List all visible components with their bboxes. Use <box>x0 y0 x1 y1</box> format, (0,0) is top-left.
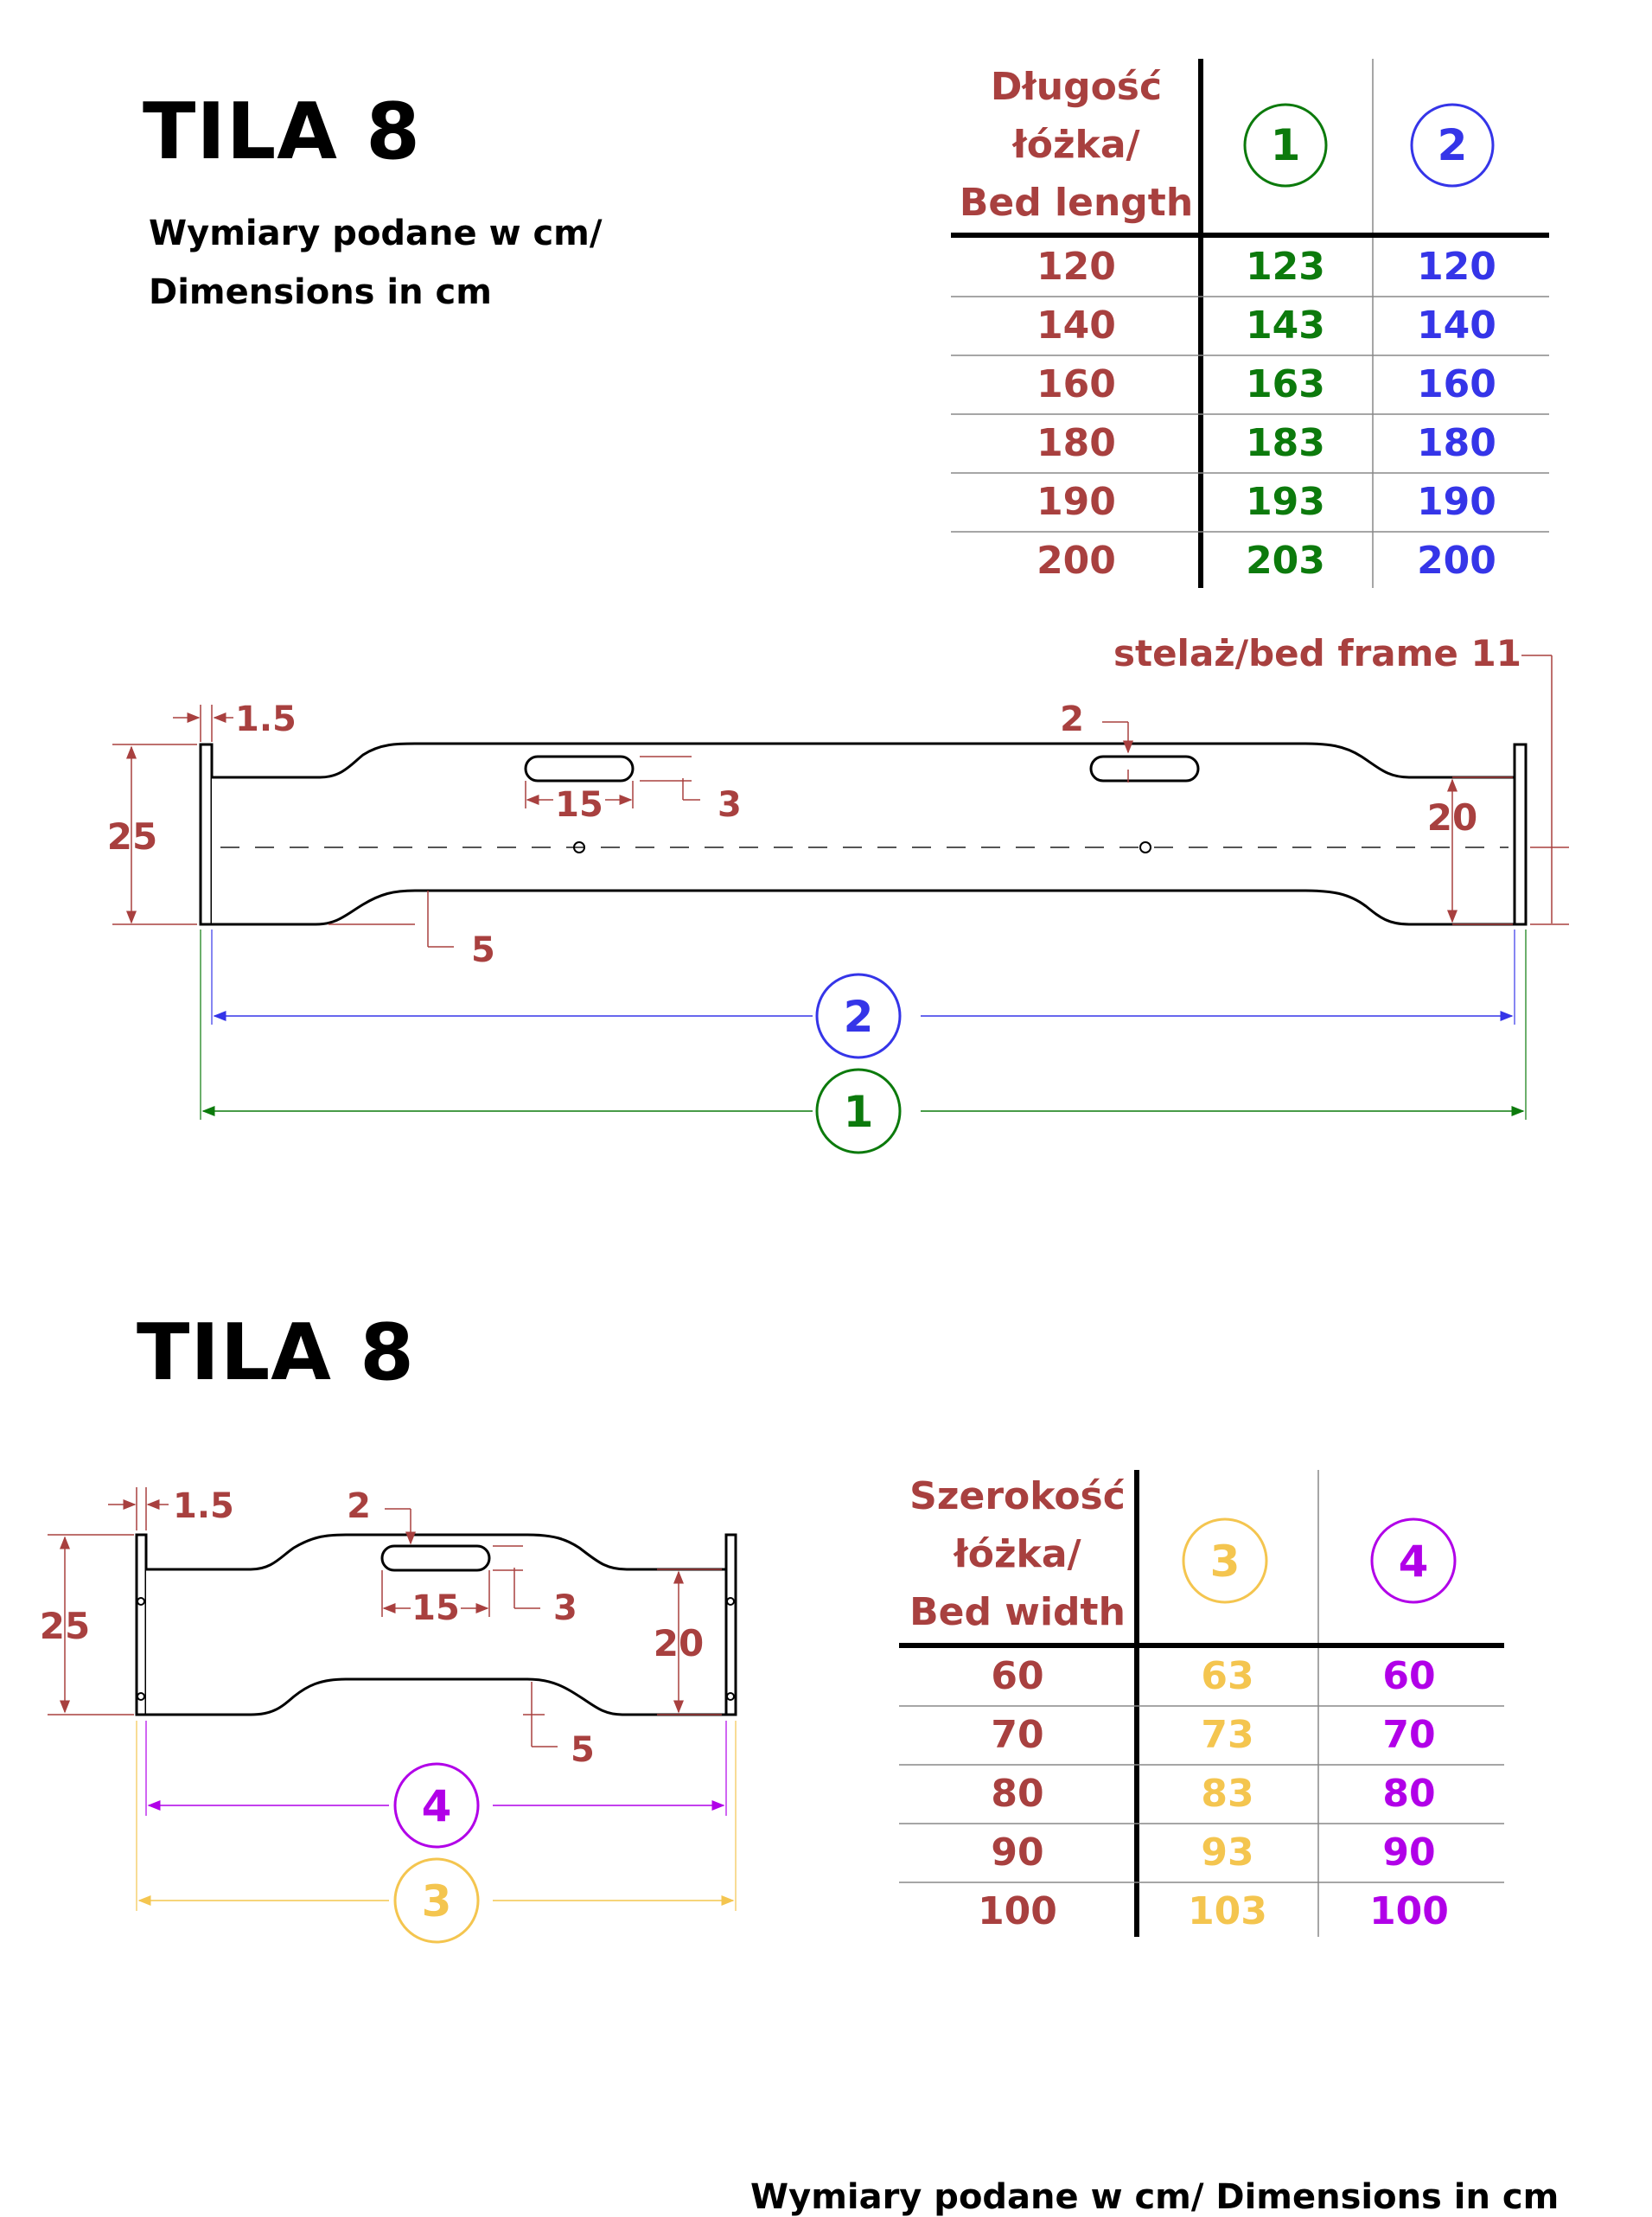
length-table-cell-r4-c1: 193 <box>1246 480 1325 524</box>
dim-curve-depth: 5 <box>471 930 495 970</box>
marker-2-label: 2 <box>1438 120 1468 170</box>
length-header-1: Długość <box>991 65 1162 109</box>
width-table-cell-r3-c1: 93 <box>1201 1830 1253 1875</box>
width-table-cell-r4-c0: 100 <box>978 1889 1057 1933</box>
length-table-cell-r0-c0: 120 <box>1036 245 1116 289</box>
subtitle-line2: Dimensions in cm <box>149 272 492 312</box>
width-table-cell-r2-c1: 83 <box>1201 1772 1253 1816</box>
right-end-post <box>1513 743 1528 926</box>
length-table-cell-r0-c2: 120 <box>1417 245 1496 289</box>
dim-marker-4-label: 4 <box>422 1781 452 1831</box>
width-table: Szerokość łóżka/ Bed width 3 4 60 63 60 70 7… <box>899 1470 1504 1937</box>
width-table-cell-r0-c2: 60 <box>1382 1654 1435 1698</box>
width-table-cell-r3-c0: 90 <box>991 1830 1043 1875</box>
bed-width-drawing <box>135 1533 737 1716</box>
dim2-slot-width: 15 <box>411 1588 460 1628</box>
marker-4-label: 4 <box>1399 1537 1429 1587</box>
handle-slot-left <box>524 755 635 783</box>
width-header-1: Szerokość <box>909 1474 1126 1518</box>
frame-label: stelaż/bed frame 11 <box>1113 632 1521 674</box>
length-table-cell-r1-c1: 143 <box>1246 303 1325 348</box>
length-table-cell-r3-c2: 180 <box>1417 421 1496 465</box>
left-end-post-2 <box>135 1533 148 1716</box>
length-table-cell-r4-c0: 190 <box>1036 480 1116 524</box>
length-table-cell-r2-c1: 163 <box>1246 362 1325 406</box>
dim-height: 25 <box>107 815 157 858</box>
footer-note: Wymiary podane w cm/ Dimensions in cm <box>750 2177 1560 2217</box>
length-table-cell-r2-c2: 160 <box>1417 362 1496 406</box>
dim2-height: 25 <box>40 1605 90 1647</box>
dim2-side-height: 20 <box>654 1622 704 1664</box>
dim-marker-1-circle <box>815 1068 902 1154</box>
width-table-rows: 60 63 60 70 73 70 80 83 80 90 93 90 100 103 100 <box>978 1654 1449 1933</box>
marker-3-label: 3 <box>1210 1537 1241 1587</box>
length-table-cell-r0-c1: 123 <box>1246 245 1325 289</box>
dim-side-height: 20 <box>1427 796 1477 839</box>
dim-marker-1-label: 1 <box>844 1087 874 1137</box>
width-header-3: Bed width <box>909 1590 1126 1634</box>
marker-1-circle <box>1243 103 1328 188</box>
bed-length-drawing <box>199 742 1528 926</box>
section1-title: TILA 8 <box>143 86 421 177</box>
dim-thickness: 1.5 <box>235 700 297 739</box>
section1-subtitle: Wymiary podane w cm/ Dimensions in cm <box>149 204 602 322</box>
width-table-cell-r4-c1: 103 <box>1188 1889 1267 1933</box>
left-end-post <box>199 743 214 926</box>
right-end-post-2 <box>724 1533 737 1716</box>
handle-slot-width <box>380 1544 491 1572</box>
dim-marker-4-circle <box>393 1762 480 1849</box>
length-table-cell-r1-c0: 140 <box>1036 303 1116 348</box>
width-table-cell-r1-c1: 73 <box>1201 1713 1253 1757</box>
dim-marker-2-label: 2 <box>844 992 874 1042</box>
width-table-cell-r1-c2: 70 <box>1382 1713 1435 1757</box>
width-table-cell-r2-c0: 80 <box>991 1772 1043 1816</box>
dim-slot-offset: 2 <box>1060 700 1084 739</box>
bed-length-dimensions: 1.5 25 15 3 2 20 5 stelaż/bed frame 1 <box>107 632 1569 1154</box>
width-table-cell-r0-c0: 60 <box>991 1654 1043 1698</box>
length-table-rows: 120 123 120 140 143 140 160 163 160 180 183 180 190 1… <box>1036 245 1496 583</box>
length-table-cell-r5-c2: 200 <box>1417 539 1496 583</box>
length-table-cell-r4-c2: 190 <box>1417 480 1496 524</box>
length-table-cell-r5-c1: 203 <box>1246 539 1325 583</box>
width-table-cell-r0-c1: 63 <box>1201 1654 1253 1698</box>
dim2-slot-offset: 2 <box>347 1486 371 1526</box>
width-header-2: łóżka/ <box>953 1532 1081 1576</box>
marker-2-circle <box>1410 103 1495 188</box>
width-table-cell-r1-c0: 70 <box>991 1713 1043 1757</box>
length-table-cell-r5-c0: 200 <box>1036 539 1116 583</box>
width-table-cell-r4-c2: 100 <box>1369 1889 1449 1933</box>
dim-marker-2-circle <box>815 973 902 1059</box>
length-header-3: Bed length <box>960 181 1193 225</box>
width-rail-outline <box>146 1533 728 1716</box>
length-table-cell-r3-c0: 180 <box>1036 421 1116 465</box>
dim2-curve-depth: 5 <box>571 1730 595 1770</box>
section2-title: TILA 8 <box>137 1307 415 1398</box>
dim-slot-height: 3 <box>718 785 742 825</box>
length-header-2: łóżka/ <box>1011 123 1140 167</box>
width-table-cell-r2-c2: 80 <box>1382 1772 1435 1816</box>
side-rail-outline <box>212 742 1516 926</box>
dim-marker-3-circle <box>393 1857 480 1944</box>
length-table-cell-r1-c2: 140 <box>1417 303 1496 348</box>
subtitle-line1: Wymiary podane w cm/ <box>149 214 603 253</box>
marker-1-label: 1 <box>1271 120 1301 170</box>
marker-4-circle <box>1370 1517 1457 1604</box>
width-table-cell-r3-c2: 90 <box>1382 1830 1435 1875</box>
dim2-thickness: 1.5 <box>173 1486 234 1526</box>
dim-slot-width: 15 <box>555 785 603 825</box>
dim2-slot-height: 3 <box>553 1588 577 1628</box>
length-table-cell-r3-c1: 183 <box>1246 421 1325 465</box>
bed-width-dimensions: 1.5 25 2 15 3 20 5 <box>40 1486 737 1944</box>
dim-marker-3-label: 3 <box>422 1876 452 1926</box>
handle-slot-right <box>1089 755 1200 783</box>
marker-3-circle <box>1182 1517 1268 1604</box>
length-table-cell-r2-c0: 160 <box>1036 362 1116 406</box>
